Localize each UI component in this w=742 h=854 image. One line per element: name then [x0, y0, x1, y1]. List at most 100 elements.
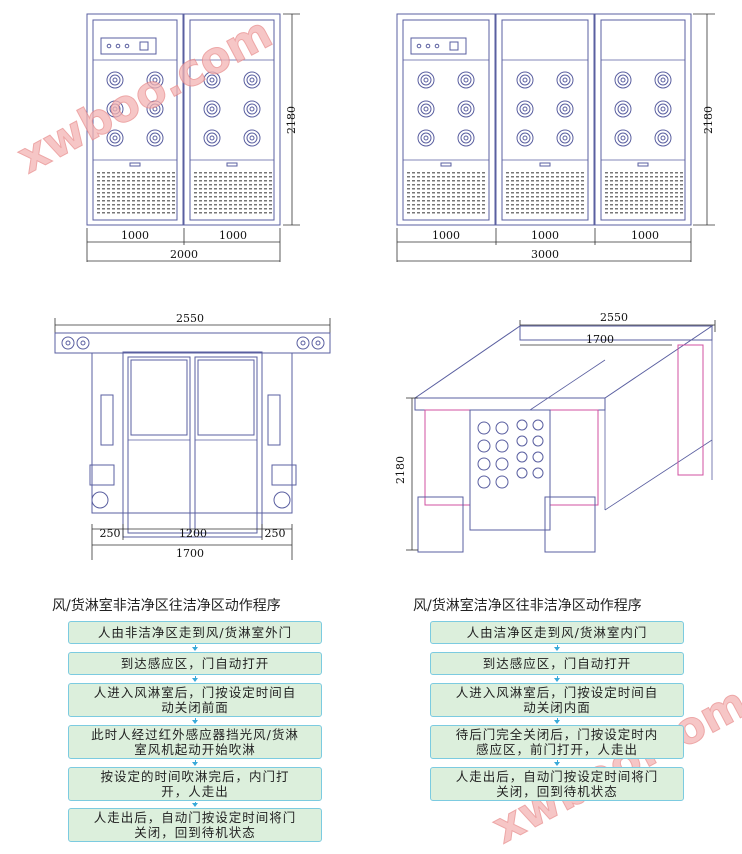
vent-slot [655, 204, 658, 206]
nozzle-ring [109, 74, 121, 86]
flow-step: 按设定的时间吹淋完后，内门打开，人走出 [68, 767, 322, 801]
vent-slot [531, 212, 534, 214]
vent-slot [249, 200, 252, 202]
vent-slot [194, 192, 197, 194]
vent-slot [437, 172, 440, 174]
nozzle-icon [516, 129, 534, 147]
nozzle-icon [146, 100, 164, 118]
vent-slot [630, 208, 633, 210]
vent-slot [254, 172, 257, 174]
vent-slot [437, 180, 440, 182]
vent-slot [249, 188, 252, 190]
vent-slot [244, 212, 247, 214]
vent-slot [142, 212, 145, 214]
vent-slot [526, 192, 529, 194]
vent-slot [670, 172, 673, 174]
vent-slot [172, 180, 175, 182]
vent-slot [214, 176, 217, 178]
vent-slot [132, 176, 135, 178]
flow-step: 人由非洁净区走到风/货淋室外门 [68, 621, 322, 644]
vent-slot [447, 184, 450, 186]
vent-slot [224, 212, 227, 214]
vent-slot [234, 172, 237, 174]
vent-slot [482, 172, 485, 174]
vent-slot [117, 172, 120, 174]
vent-slot [194, 200, 197, 202]
vent-slot [122, 180, 125, 182]
unit-frame [495, 13, 595, 226]
vent-slot [97, 172, 100, 174]
vent-slot [442, 200, 445, 202]
vent-slot [541, 196, 544, 198]
nozzle-center [112, 77, 118, 83]
vent-slot [630, 188, 633, 190]
vent-slot [452, 204, 455, 206]
vent-slot [665, 200, 668, 202]
dim-side-right: 250 [265, 527, 286, 540]
vent-slot [147, 188, 150, 190]
vent-slot [511, 180, 514, 182]
vent-slot [224, 192, 227, 194]
nozzle-center [562, 106, 568, 112]
vent-slot [239, 184, 242, 186]
vent-slot [162, 192, 165, 194]
vent-slot [107, 208, 110, 210]
vent-slot [571, 204, 574, 206]
vent-slot [239, 200, 242, 202]
vent-slot [112, 188, 115, 190]
vent-slot [199, 184, 202, 186]
vent-slot [630, 196, 633, 198]
vent-slot [581, 208, 584, 210]
vent-slot [167, 196, 170, 198]
vent-slot [610, 212, 613, 214]
vent-slot [625, 212, 628, 214]
vent-slot [541, 204, 544, 206]
vent-slot [219, 204, 222, 206]
vent-slot [556, 208, 559, 210]
vent-slot [219, 180, 222, 182]
vent-slot [157, 200, 160, 202]
vent-slot [581, 188, 584, 190]
vent-slot [117, 188, 120, 190]
vent-slot [147, 204, 150, 206]
vent-slot [521, 212, 524, 214]
vent-slot [566, 176, 569, 178]
vent-slot [102, 192, 105, 194]
vent-slot [472, 200, 475, 202]
vent-slot [605, 172, 608, 174]
vent-slot [127, 180, 130, 182]
vent-slot [521, 204, 524, 206]
vent-slot [615, 196, 618, 198]
back-column [677, 344, 704, 476]
vent-slot [244, 180, 247, 182]
vent-slot [655, 172, 658, 174]
vent-slot [137, 184, 140, 186]
vent-slot [132, 188, 135, 190]
vent-slot [219, 176, 222, 178]
side-column-left [424, 409, 471, 506]
vent-slot [102, 212, 105, 214]
nozzle-center [112, 106, 118, 112]
vent-slot [417, 212, 420, 214]
vent-slot [467, 192, 470, 194]
vent-slot [576, 212, 579, 214]
vent-slot [610, 204, 613, 206]
vent-slot [157, 180, 160, 182]
vent-slot [172, 208, 175, 210]
vent-slot [675, 188, 678, 190]
vent-slot [561, 184, 564, 186]
vent-slot [566, 184, 569, 186]
vent-slot [645, 172, 648, 174]
nozzle-icon [417, 100, 435, 118]
flow-left-title: 风/货淋室非洁净区往洁净区动作程序 [52, 598, 281, 614]
vent-slot [244, 196, 247, 198]
vent-slot [477, 184, 480, 186]
vent-slot [147, 184, 150, 186]
vent-slot [422, 176, 425, 178]
vent-slot [264, 200, 267, 202]
dim-total: 3000 [531, 248, 559, 261]
vent-slot [229, 212, 232, 214]
side-nozzle-bar [267, 394, 281, 446]
vent-slot [556, 212, 559, 214]
nozzle-ring [246, 74, 258, 86]
